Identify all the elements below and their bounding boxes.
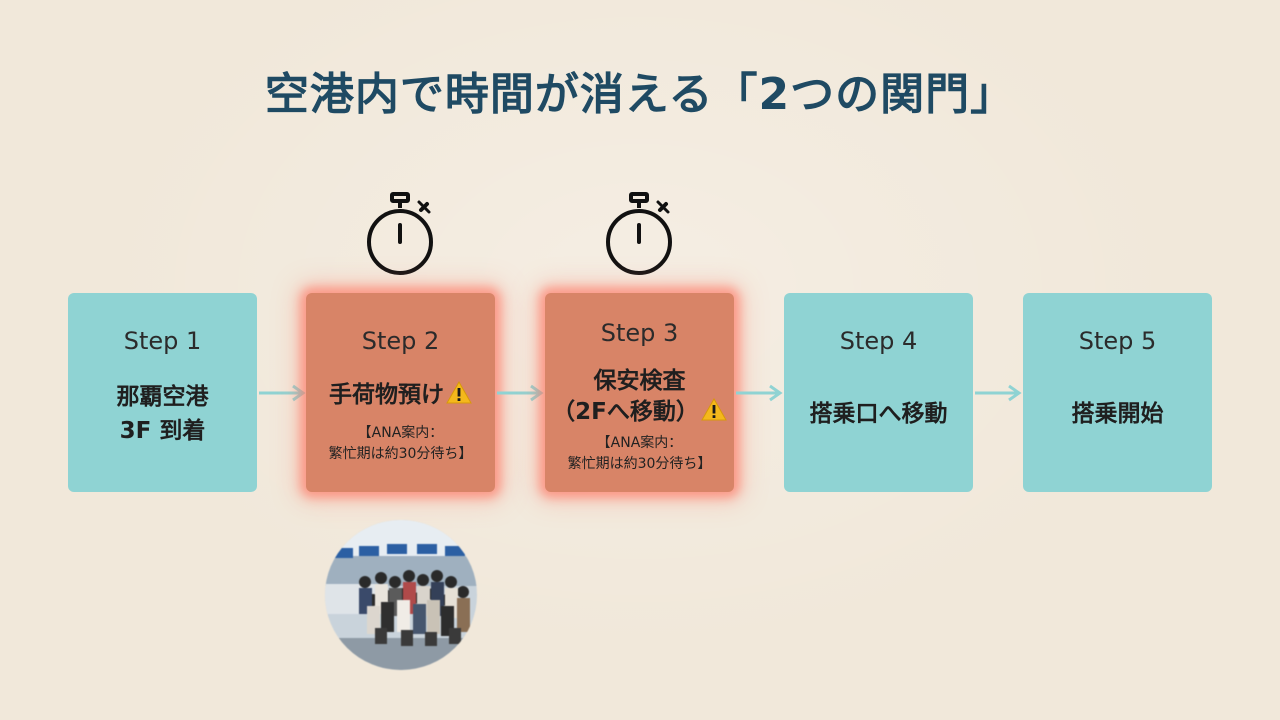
crowded-checkin-counter-photo — [325, 520, 477, 670]
step-text-line: 保安検査 — [593, 368, 686, 394]
step-text-line: 那覇空港 — [116, 384, 209, 410]
step-label: Step 2 — [361, 327, 440, 355]
arrow-right-icon — [734, 384, 784, 402]
arrow-right-icon — [973, 384, 1023, 402]
step-text-row: （2Fへ移動） — [545, 396, 734, 428]
step-text-line: 3F 到着 — [119, 418, 206, 444]
step-2-box: Step 2 手荷物預け 【ANA案内： 繁忙期は約30分待ち】 — [306, 293, 495, 492]
step-4-box: Step 4 搭乗口へ移動 — [784, 293, 973, 492]
step-1-box: Step 1 那覇空港 3F 到着 — [68, 293, 257, 492]
warning-icon — [446, 381, 472, 404]
step-note-line: 繁忙期は約30分待ち】 — [567, 456, 712, 472]
step-note-line: 【ANA案内： — [357, 425, 444, 441]
slide-title: 空港内で時間が消える「2つの関門」 — [264, 69, 1016, 120]
step-label: Step 3 — [600, 319, 679, 347]
step-note-line: 繁忙期は約30分待ち】 — [328, 446, 473, 462]
step-text-line: （2Fへ移動） — [552, 399, 699, 425]
step-label: Step 5 — [1078, 327, 1157, 355]
step-3-box: Step 3 保安検査 （2Fへ移動） 【ANA案内： 繁忙期は約30分待ち】 — [545, 293, 734, 492]
step-text-line: 手荷物預け — [329, 382, 444, 408]
step-label: Step 4 — [839, 327, 918, 355]
stopwatch-icon — [603, 192, 675, 278]
step-text-line: 搭乗開始 — [1071, 401, 1164, 427]
arrow-right-icon — [495, 384, 545, 402]
step-text-row: 手荷物預け — [306, 379, 495, 411]
warning-icon — [700, 398, 727, 421]
step-note-line: 【ANA案内： — [596, 435, 683, 451]
step-text-line: 搭乗口へ移動 — [809, 401, 948, 427]
step-label: Step 1 — [123, 327, 202, 355]
step-5-box: Step 5 搭乗開始 — [1023, 293, 1212, 492]
arrow-right-icon — [257, 384, 307, 402]
stopwatch-icon — [364, 192, 436, 278]
